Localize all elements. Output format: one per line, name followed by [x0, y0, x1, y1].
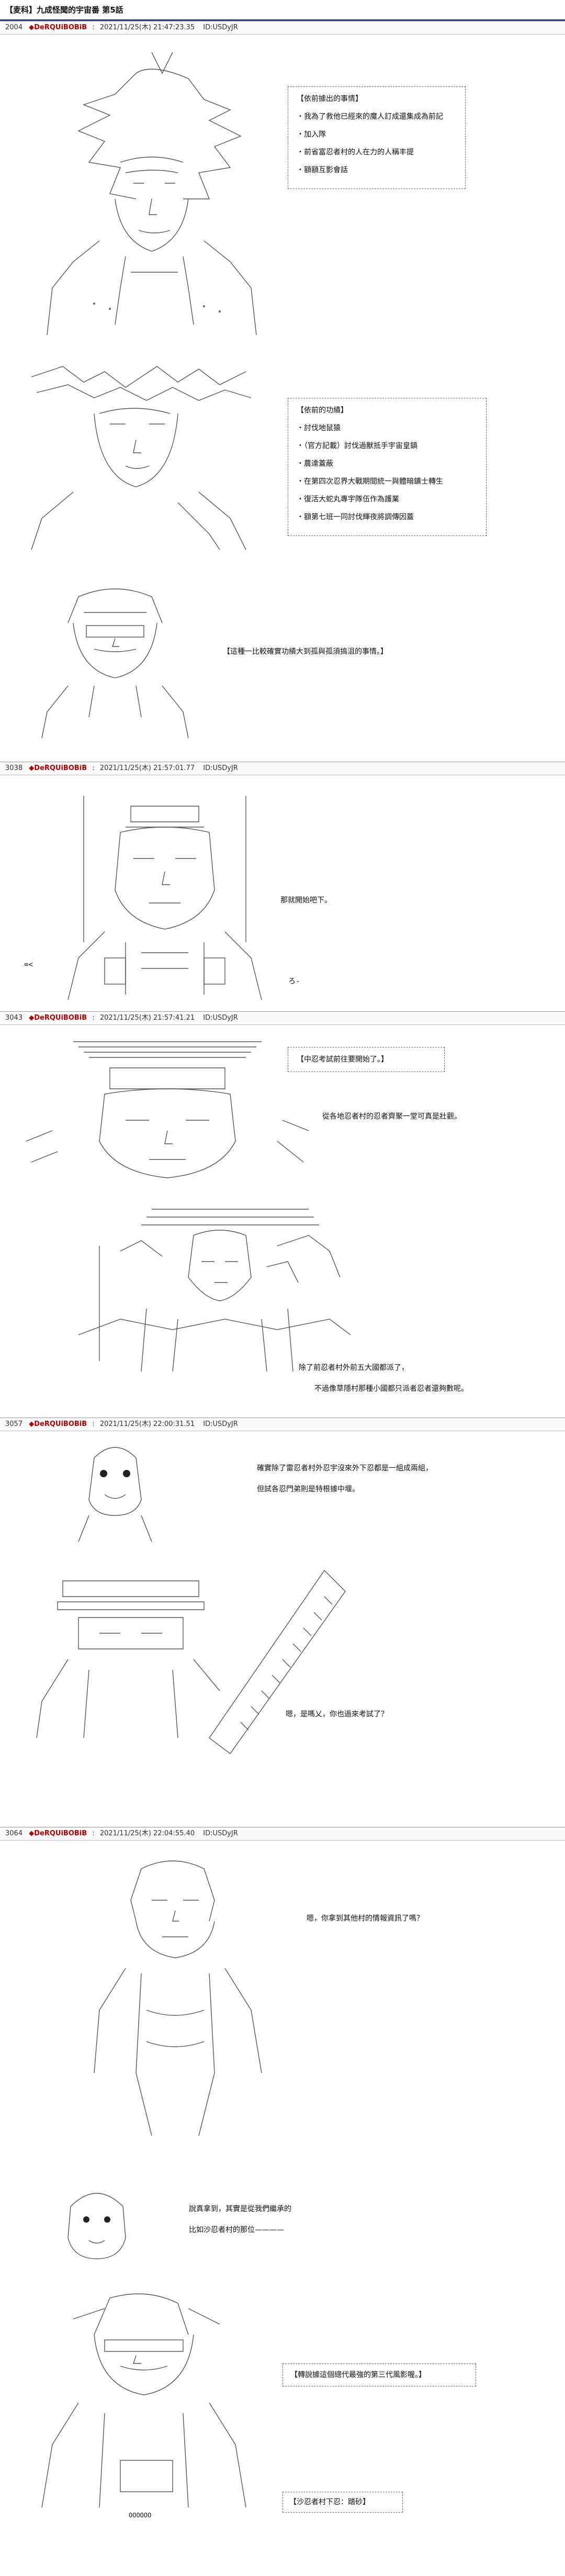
box-heading: 【依前的功績】 — [297, 406, 348, 415]
post-date: 2021/11/25(木) 21:57:01.77 — [99, 764, 195, 772]
dialogue-line: 說真拿到，其實是從我們繼承的 — [189, 2205, 291, 2213]
ascii-figure-character — [47, 785, 282, 1005]
post-number: 2004 — [5, 24, 23, 31]
post-id[interactable]: ID:USDyJR — [203, 1420, 238, 1428]
post-date: 2021/11/25(木) 22:04:55.40 — [99, 1830, 195, 1837]
list-item: 農達蓋蔽 — [297, 458, 478, 470]
list-item: （官方記載）討伐過獸抵手宇宙皇鎮 — [297, 440, 478, 452]
post-header: 3064 ◆DeRQUiBOBiB : 2021/11/25(木) 22:04:… — [0, 1827, 565, 1841]
poster-name[interactable]: ◆DeRQUiBOBiB — [29, 1420, 87, 1428]
sound-effect: =< — [24, 961, 33, 969]
list-item: 額第七班一同討伐輝夜將調傳因蓋 — [297, 511, 478, 523]
poster-name[interactable]: ◆DeRQUiBOBiB — [29, 1014, 87, 1022]
post-date: 2021/11/25(木) 21:57:41.21 — [99, 1014, 195, 1022]
list-item: 復活大蛇丸專宇隊伍作為護業 — [297, 494, 478, 505]
post-date: 2021/11/25(木) 21:47:23.35 — [99, 24, 195, 31]
dialogue-line: 不過像草隱村那種小國都只派者忍者還夠數呢。 — [314, 1385, 468, 1393]
separator: : — [92, 1420, 95, 1428]
narration-box: 【轉說據這個總代最強的第三代風影喔。】 — [282, 2363, 476, 2387]
dialogue-line: 【這種一比較確實功績大到孤與孤須搞沮的事情。】 — [223, 648, 388, 656]
post: 2004 ◆DeRQUiBOBiB : 2021/11/25(木) 21:47:… — [0, 21, 565, 35]
post-number: 3057 — [5, 1420, 23, 1428]
separator: : — [92, 764, 95, 772]
list-item: 我為了救他已經來的魔人訂成還集成為前記 — [297, 111, 457, 122]
post-number: 3043 — [5, 1014, 23, 1022]
list-item: 加入隊 — [297, 129, 457, 140]
separator: : — [92, 1830, 95, 1837]
narration-box: 【依前的功績】 討伐地鼠猿 （官方記載）討伐過獸抵手宇宙皇鎮 農達蓋蔽 在第四次… — [288, 398, 487, 536]
item-list: 討伐地鼠猿 （官方記載）討伐過獸抵手宇宙皇鎮 農達蓋蔽 在第四次忍界大戰期間統一… — [297, 422, 478, 523]
post-header: 3057 ◆DeRQUiBOBiB : 2021/11/25(木) 22:00:… — [0, 1418, 565, 1431]
narration-box: 【沙忍者村下忍：踏砂】 — [282, 2492, 403, 2513]
dialogue-line: 那就開始吧下。 — [280, 896, 332, 905]
dialogue-line: 嗯，你拿到其他村的情報資訊了嗎？ — [307, 1914, 424, 1923]
narration-box: 【依前據出的事情】 我為了救他已經來的魔人訂成還集成為前記 加入隊 前省富忍者村… — [288, 86, 466, 189]
ascii-figure-character — [84, 1853, 272, 2146]
dialogue-line: 除了前忍者村外前五大國都派了， — [299, 1364, 409, 1372]
list-item: 在第四次忍界大戰期間統一與體暗鑛士轉生 — [297, 476, 478, 487]
post: 3038 ◆DeRQUiBOBiB : 2021/11/25(木) 21:57:… — [0, 762, 565, 775]
ascii-figure-character — [37, 581, 194, 738]
sound-effect: ろ- — [288, 977, 300, 986]
ascii-figure-character — [31, 2288, 262, 2560]
poster-name[interactable]: ◆DeRQUiBOBiB — [29, 764, 87, 772]
ascii-figure-character — [58, 2180, 136, 2269]
dialogue-line: 確實除了雷忍者村外忍宇沒來外下忍都是一組成兩組， — [257, 1464, 433, 1473]
narration-box: 【中忍考試前往要開始了。】 — [288, 1047, 445, 1072]
list-item: 討伐地鼠猿 — [297, 422, 478, 434]
post-id[interactable]: ID:USDyJR — [203, 764, 238, 772]
list-item: 前省富忍者村的人在力的人稱丰提 — [297, 147, 457, 158]
item-list: 我為了救他已經來的魔人訂成還集成為前記 加入隊 前省富忍者村的人在力的人稱丰提 … — [297, 111, 457, 176]
post: 3057 ◆DeRQUiBOBiB : 2021/11/25(木) 22:00:… — [0, 1418, 565, 1431]
poster-name[interactable]: ◆DeRQUiBOBiB — [29, 24, 87, 31]
post-number: 3064 — [5, 1830, 23, 1837]
post: 3043 ◆DeRQUiBOBiB : 2021/11/25(木) 21:57:… — [0, 1011, 565, 1025]
post-header: 3038 ◆DeRQUiBOBiB : 2021/11/25(木) 21:57:… — [0, 762, 565, 775]
ascii-figure-character-with-sword — [31, 1565, 439, 1764]
post-header: 2004 ◆DeRQUiBOBiB : 2021/11/25(木) 21:47:… — [0, 21, 565, 35]
separator: : — [92, 1014, 95, 1022]
ascii-figure-character — [21, 361, 267, 555]
post-id[interactable]: ID:USDyJR — [203, 24, 238, 31]
post: 3064 ◆DeRQUiBOBiB : 2021/11/25(木) 22:04:… — [0, 1827, 565, 1841]
dialogue-line: 但試各忍門弟則是特根據中堰。 — [257, 1485, 359, 1493]
post-id[interactable]: ID:USDyJR — [203, 1830, 238, 1837]
ascii-figure-character — [31, 42, 277, 356]
post-id[interactable]: ID:USDyJR — [203, 1014, 238, 1022]
poster-name[interactable]: ◆DeRQUiBOBiB — [29, 1830, 87, 1837]
dialogue-line: 從各地忍者村的忍者齊聚一堂可真是壯觀。 — [322, 1112, 461, 1121]
ascii-figure-group — [68, 1204, 361, 1377]
post-header: 3043 ◆DeRQUiBOBiB : 2021/11/25(木) 21:57:… — [0, 1011, 565, 1025]
box-heading: 【依前據出的事情】 — [297, 95, 363, 103]
page-title: 【麦科】九成怪聞的宇宙番 第5話 — [0, 0, 565, 21]
ascii-figure-character — [21, 1036, 314, 1194]
dialogue-line: 嗯，是嗎乂，你也過來考試了？ — [286, 1710, 388, 1719]
post-number: 3038 — [5, 764, 23, 772]
dialogue-line: 比如沙忍者村的那位———— — [189, 2226, 284, 2234]
ascii-figure-character — [63, 1437, 167, 1547]
list-item: 額額互影會話 — [297, 164, 457, 176]
post-date: 2021/11/25(木) 22:00:31.51 — [99, 1420, 195, 1428]
separator: : — [92, 24, 95, 31]
art-label: OOOOOO — [129, 2512, 152, 2519]
